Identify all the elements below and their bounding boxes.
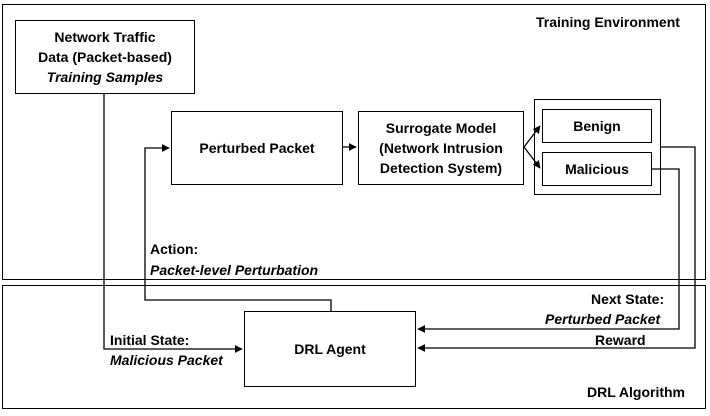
traffic-data-box: Network Traffic Data (Packet-based) Trai… [15, 20, 195, 94]
surrogate-line1: Surrogate Model [385, 120, 497, 136]
next-state-arrow [417, 168, 680, 333]
malicious-box: Malicious [542, 152, 652, 186]
drl-algorithm-title: DRL Algorithm [587, 384, 685, 400]
initial-state-detail-label: Malicious Packet [110, 352, 223, 368]
drl-agent-label: DRL Agent [294, 341, 366, 357]
malicious-label: Malicious [565, 161, 629, 177]
reward-arrow [417, 146, 696, 352]
perturbed-packet-label: Perturbed Packet [199, 140, 315, 156]
action-arrow [144, 144, 332, 311]
reward-label: Reward [595, 332, 646, 348]
next-state-label: Next State: [591, 291, 665, 307]
traffic-data-line2: Data (Packet-based) [38, 49, 172, 65]
initial-state-arrow [103, 94, 243, 353]
surrogate-to-benign-arrow [523, 125, 541, 148]
next-state-detail-label: Perturbed Packet [545, 311, 661, 327]
perturbed-packet-box: Perturbed Packet [171, 111, 343, 185]
traffic-data-line3: Training Samples [46, 69, 164, 85]
initial-state-label: Initial State: [110, 332, 190, 348]
benign-box: Benign [542, 109, 652, 143]
action-detail-label: Packet-level Perturbation [150, 262, 319, 278]
surrogate-to-malicious-arrow [523, 146, 541, 169]
training-environment-title: Training Environment [536, 14, 680, 30]
surrogate-model-box: Surrogate Model (Network Intrusion Detec… [358, 111, 524, 185]
surrogate-line3: Detection System) [379, 160, 503, 176]
drl-agent-box: DRL Agent [244, 311, 416, 387]
drl-algorithm-panel [2, 285, 706, 409]
surrogate-line2: (Network Intrusion [379, 140, 503, 156]
traffic-data-line1: Network Traffic [54, 29, 156, 45]
training-environment-panel [2, 4, 706, 280]
benign-label: Benign [573, 118, 621, 134]
action-label: Action: [150, 241, 199, 257]
